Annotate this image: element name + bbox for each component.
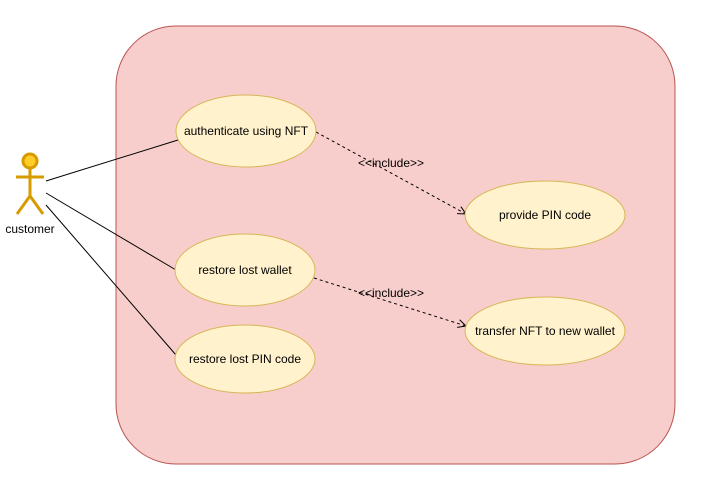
actor-head xyxy=(21,152,39,170)
actor-label: customer xyxy=(5,222,54,236)
usecase-authenticate[interactable]: authenticate using NFT xyxy=(175,94,317,168)
usecase-provide-pin-label: provide PIN code xyxy=(499,208,591,222)
actor-left-leg xyxy=(15,195,32,215)
usecase-restore-wallet[interactable]: restore lost wallet xyxy=(174,233,316,307)
usecase-transfer-nft-label: transfer NFT to new wallet xyxy=(475,324,615,338)
include-dependency-2 xyxy=(313,277,466,326)
actor-customer[interactable]: customer xyxy=(5,152,55,236)
include-label-2: <<include>> xyxy=(358,286,424,300)
usecase-restore-pin[interactable]: restore lost PIN code xyxy=(174,324,316,394)
usecase-transfer-nft[interactable]: transfer NFT to new wallet xyxy=(464,296,626,366)
actor-right-leg xyxy=(28,195,45,215)
usecase-authenticate-label: authenticate using NFT xyxy=(184,124,309,138)
usecase-restore-wallet-label: restore lost wallet xyxy=(198,263,292,277)
association-authenticate xyxy=(45,139,179,182)
usecase-provide-pin[interactable]: provide PIN code xyxy=(464,180,626,250)
association-restore-wallet xyxy=(45,192,177,271)
include-dependency-1 xyxy=(315,131,466,214)
include-label-1: <<include>> xyxy=(358,156,424,170)
usecase-restore-pin-label: restore lost PIN code xyxy=(189,352,301,366)
association-restore-pin xyxy=(45,204,177,356)
